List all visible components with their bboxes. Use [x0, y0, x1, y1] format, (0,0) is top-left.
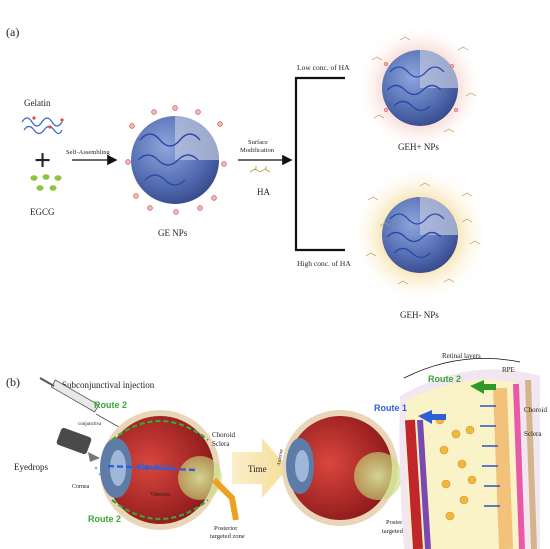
panel-b-label: (b)	[6, 375, 20, 389]
ge-nanoparticle	[125, 105, 227, 215]
posterior1-label-b: targeted zone	[210, 533, 245, 540]
eye-1	[100, 410, 239, 530]
geh-plus-label: GEH+ NPs	[398, 142, 439, 152]
ha-label: HA	[257, 187, 270, 197]
egcg-dots-icon	[30, 174, 62, 191]
eye-2	[282, 410, 402, 526]
posterior2-label-a: Posterior	[386, 519, 410, 526]
conjunctiva-label: conjunctiva	[78, 422, 102, 427]
rpe-label: RPE	[502, 366, 515, 374]
geh-plus-nanoparticle	[356, 24, 484, 152]
self-assembling-label: Self-Assembling	[66, 149, 110, 156]
geh-minus-nanoparticle	[350, 165, 490, 305]
high-conc-label: High conc. of HA	[297, 259, 351, 268]
gelatin-chains-icon	[21, 116, 64, 135]
gelatin-label: Gelatin	[24, 98, 51, 108]
choroid-label: Choroid	[212, 431, 235, 439]
posterior1-label-a: Posterior	[214, 525, 238, 532]
time-arrow	[232, 438, 288, 498]
vitreous-label: Vitreous	[150, 492, 171, 498]
surface-mod-label-1: Surface	[248, 139, 268, 146]
sclera-right-label: Sclera	[524, 430, 542, 438]
choroid-right-label: Choroid	[524, 406, 547, 414]
eyedrops-label: Eyedrops	[14, 462, 48, 472]
egcg-label: EGCG	[30, 207, 55, 217]
posterior2-label-b: targeted zone	[382, 528, 417, 535]
low-conc-label: Low conc. of HA	[297, 63, 350, 72]
plus-sign: +	[34, 144, 51, 177]
anterior-label: Anterior	[277, 448, 285, 466]
route2-right-label: Route 2	[428, 374, 461, 384]
panel-a-label: (a)	[6, 25, 19, 39]
cornea-label: Cornea	[72, 484, 90, 490]
retina-cross-section	[399, 369, 540, 549]
subconj-label: Subconjunctival injection	[62, 380, 155, 390]
branch-bracket	[294, 76, 345, 252]
ha-molecule-icon	[249, 166, 271, 173]
sclera-label: Sclera	[212, 440, 230, 448]
retinal-layers-label: Retinal layers	[442, 352, 481, 360]
route1-left-label: Route 1	[138, 462, 171, 472]
time-label: Time	[248, 464, 267, 474]
eyedrop-bottle-icon	[56, 427, 102, 476]
route2-top-label: Route 2	[94, 400, 127, 410]
ge-nps-label: GE NPs	[158, 228, 188, 238]
route2-bottom-label: Route 2	[88, 514, 121, 524]
route1-right-label: Route 1	[374, 403, 407, 413]
surface-mod-label-2: Modification	[240, 147, 275, 154]
geh-minus-label: GEH- NPs	[400, 310, 439, 320]
retinal-layers-bracket	[403, 358, 521, 379]
